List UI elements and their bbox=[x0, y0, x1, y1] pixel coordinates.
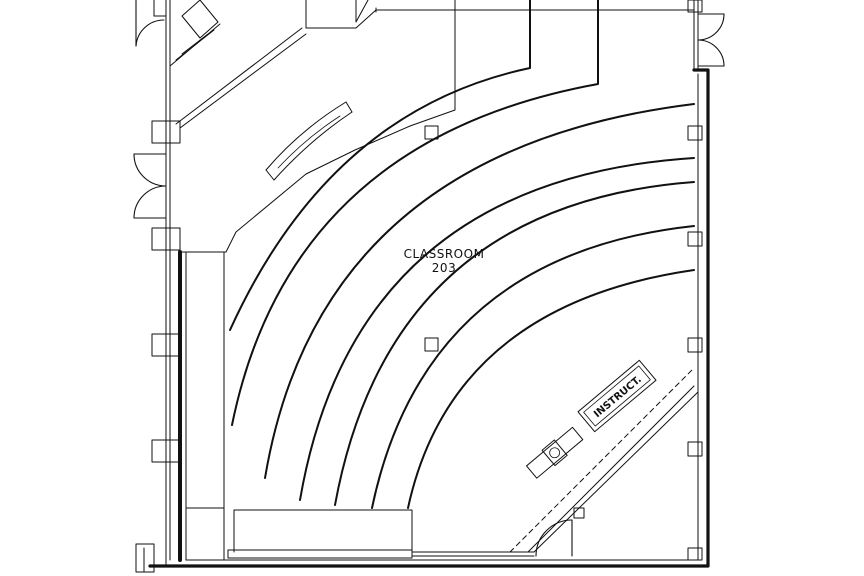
door-left-double bbox=[133, 153, 167, 219]
exterior-wall bbox=[148, 0, 710, 568]
room-number: 203 bbox=[432, 261, 456, 275]
column bbox=[687, 125, 703, 141]
door-top-left bbox=[135, 0, 167, 47]
column bbox=[151, 439, 181, 463]
interior-column bbox=[424, 125, 439, 140]
seating-row bbox=[334, 181, 695, 506]
seating-row bbox=[371, 225, 695, 509]
seating-row bbox=[299, 157, 695, 501]
column bbox=[151, 333, 181, 357]
seating-row bbox=[231, 0, 599, 426]
column bbox=[687, 231, 703, 247]
door-top-right bbox=[687, 0, 725, 67]
seating-row bbox=[229, 0, 531, 331]
projection-wall bbox=[509, 367, 699, 553]
lectern bbox=[526, 426, 584, 479]
column bbox=[151, 120, 181, 144]
seating-tiers bbox=[225, 0, 695, 509]
upper-wall-wedge bbox=[169, 0, 695, 129]
seating-row bbox=[264, 103, 695, 479]
curved-counter bbox=[265, 101, 353, 181]
wall-columns bbox=[151, 120, 703, 561]
interior-column bbox=[424, 337, 439, 352]
left-wall bbox=[135, 0, 227, 573]
door-bottom-right bbox=[535, 507, 585, 557]
room-name: CLASSROOM bbox=[404, 247, 485, 261]
seating-row bbox=[407, 269, 695, 509]
front-platform bbox=[227, 509, 535, 559]
column bbox=[687, 547, 703, 561]
column bbox=[687, 337, 703, 353]
instructor-table: INSTRUCT. bbox=[577, 359, 657, 433]
column bbox=[687, 441, 703, 457]
column bbox=[151, 227, 181, 251]
